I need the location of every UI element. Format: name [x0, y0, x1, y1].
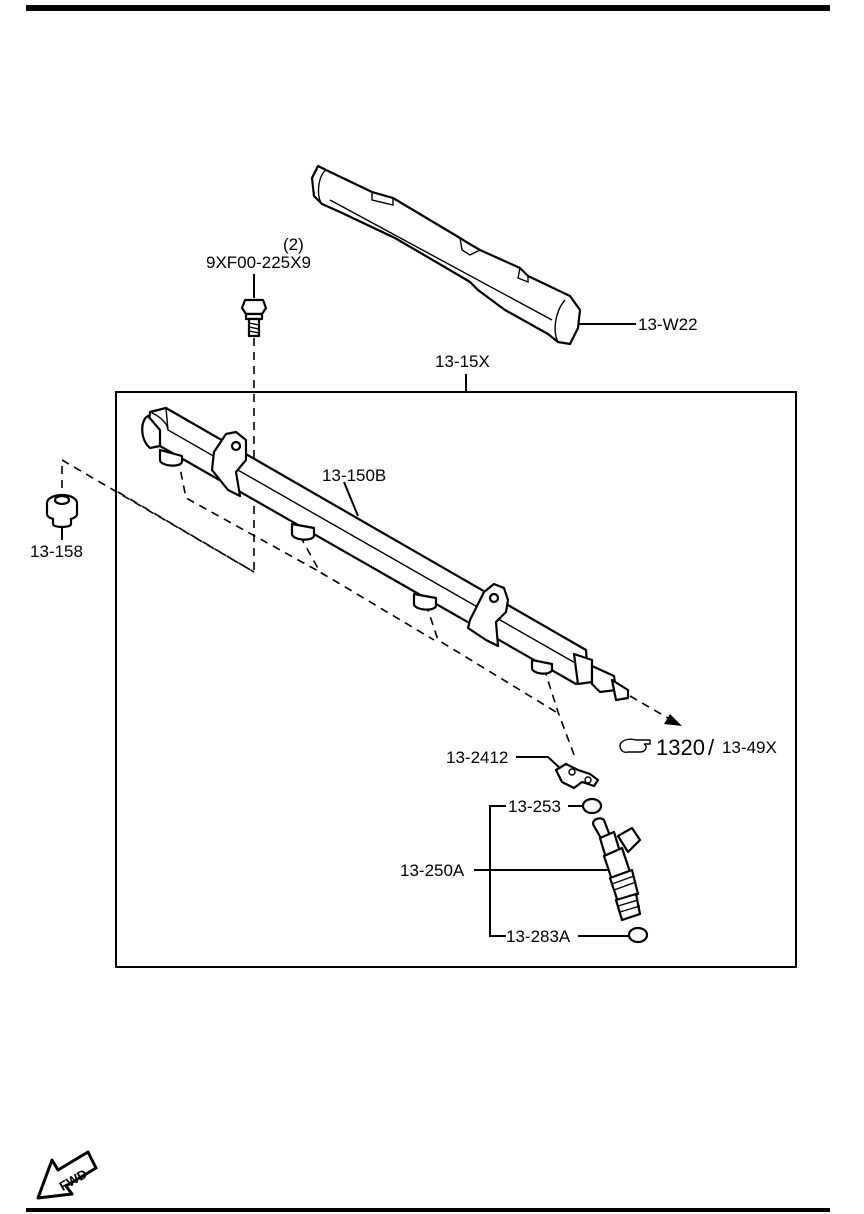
- label-assembly: 13-15X: [435, 352, 490, 371]
- label-bolt: 9XF00-225X9: [206, 253, 311, 272]
- bottom-rule: [26, 1208, 830, 1212]
- injector-guide-3: [425, 603, 557, 713]
- fuel-rail: [141, 406, 630, 702]
- label-o-ring-upper: 13-253: [508, 797, 561, 816]
- label-ref-sub: 13-49X: [722, 738, 777, 757]
- injector-guide-4: [543, 667, 577, 761]
- o-ring-lower-icon: [627, 926, 649, 944]
- label-cover: 13-W22: [638, 315, 698, 334]
- o-ring-upper-icon: [581, 797, 603, 815]
- label-ref-main: 1320: [656, 735, 705, 760]
- injector-guide-2: [299, 535, 435, 641]
- assembly-frame: [115, 391, 797, 968]
- top-rule: [26, 5, 830, 11]
- label-o-ring-lower: 13-283A: [506, 927, 571, 946]
- label-bolt-qty: (2): [283, 235, 304, 254]
- label-injector: 13-250A: [400, 861, 465, 880]
- fwd-arrow-icon: FWD: [36, 1150, 98, 1200]
- label-insulator: 13-158: [30, 542, 83, 561]
- fuel-injector-icon: [592, 817, 642, 922]
- label-rail: 13-150B: [322, 466, 386, 485]
- insulator-icon: [45, 493, 79, 529]
- insulator-dashed-guide: [61, 458, 255, 573]
- injector-guide-left: [117, 491, 255, 573]
- outlet-dashed-arrow: [629, 695, 669, 719]
- hand-pointer-icon: [619, 738, 651, 753]
- clip-icon: [554, 762, 600, 790]
- leader-rail: [343, 481, 359, 517]
- outlet-arrow-head: [664, 714, 682, 726]
- label-ref-slash: /: [708, 735, 715, 760]
- fuel-rail-cover: [310, 164, 582, 346]
- bolt-icon: [240, 298, 268, 338]
- leader-clip: [516, 756, 563, 771]
- label-clip: 13-2412: [446, 748, 508, 767]
